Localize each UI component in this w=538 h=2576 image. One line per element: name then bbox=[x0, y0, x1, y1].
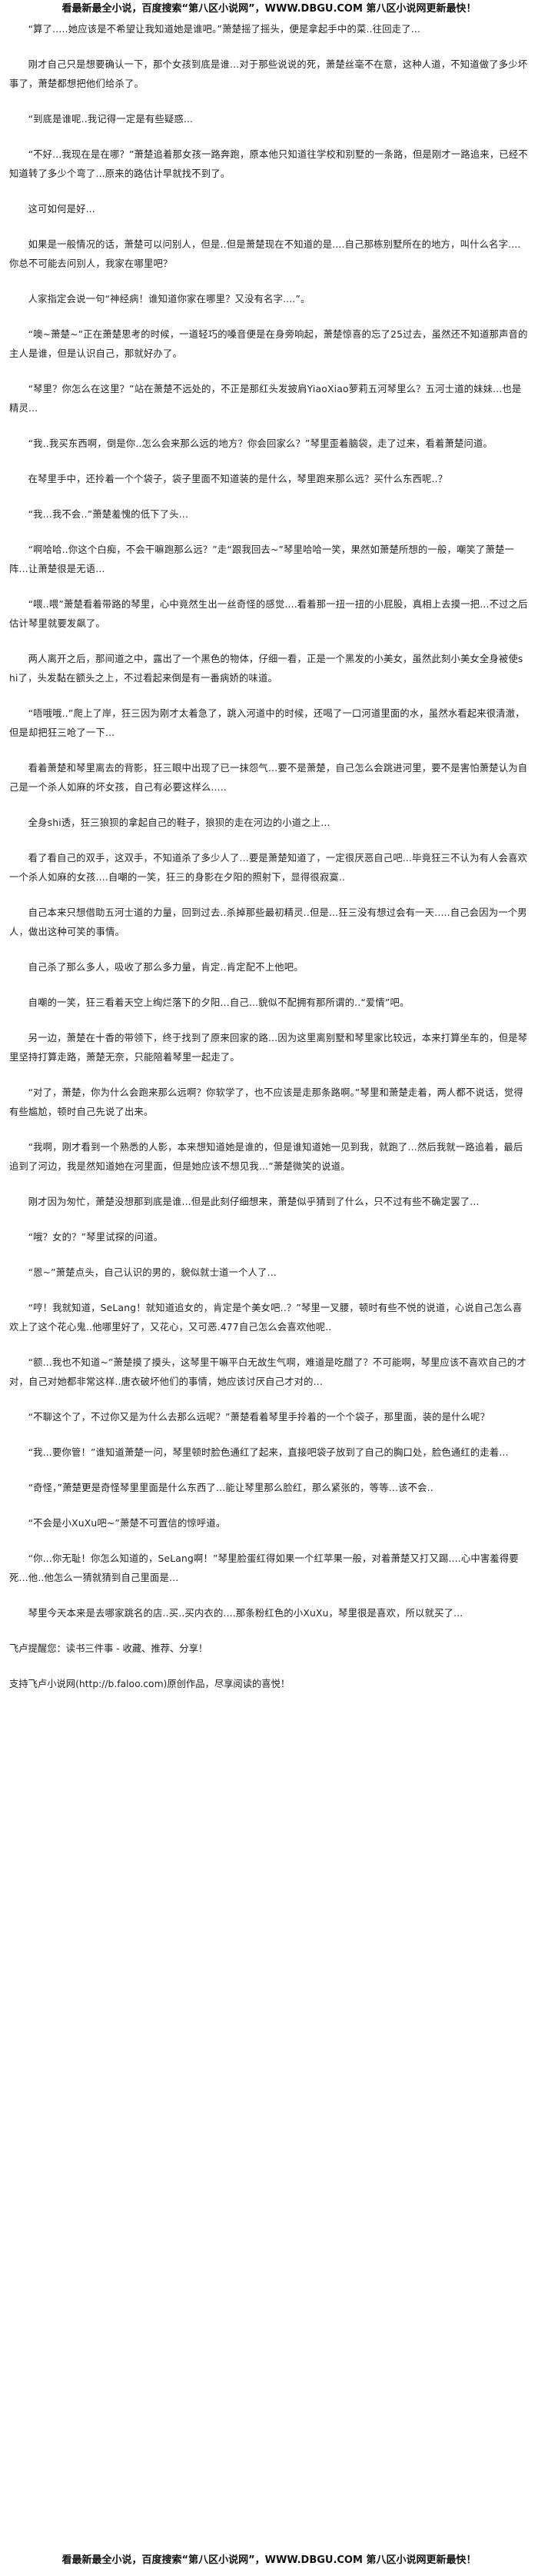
paragraph: “对了，萧楚，你为什么会跑来那么远啊？你软学了，也不应该是走那条路啊。”琴里和萧… bbox=[9, 1087, 523, 1117]
paragraph: “算了.....她应该是不希望让我知道她是谁吧。”萧楚摇了摇头，便是拿起手中的菜… bbox=[28, 24, 421, 35]
paragraph: “不好...我现在是在哪？”萧楚追着那女孩一路奔跑，原本他只知道往学校和别墅的一… bbox=[9, 149, 528, 179]
paragraph: 这可如何是好... bbox=[28, 204, 95, 215]
paragraph: 刚才自己只是想要确认一下，那个女孩到底是谁...对于那些说说的死，萧楚丝毫不在意… bbox=[9, 59, 528, 89]
paragraph: “哦？女的？”琴里试探的问道。 bbox=[28, 1232, 164, 1243]
paragraph: “喂..喂”萧楚看着带路的琴里，心中竟然生出一丝奇怪的感觉....看着那一扭一扭… bbox=[9, 599, 528, 629]
paragraph: “我...我不会..”萧楚羞愧的低下了头... bbox=[28, 509, 189, 520]
paragraph: “琴里？你怎么在这里？”站在萧楚不远处的，不正是那红头发披肩YiaoXiao萝莉… bbox=[9, 384, 522, 414]
paragraph: “奇怪，”萧楚更是奇怪琴里里面是什么东西了...能让琴里那么脸红，那么紧张的，等… bbox=[28, 1483, 433, 1493]
paragraph: 琴里今天本来是去哪家跳名的店..买..买内衣的....那条粉红色的小XuXu，琴… bbox=[28, 1608, 463, 1619]
reminder-line: 飞卢提醒您：读书三件事 - 收藏、推荐、分享！ bbox=[9, 1643, 208, 1654]
paragraph: “我...要你管！”谁知道萧楚一问，琴里顿时脸色通红了起来，直接吧袋子放到了自己… bbox=[28, 1447, 509, 1458]
paragraph: 看着萧楚和琴里离去的背影，狂三眼中出现了已一抹怨气...要不是萧楚，自己怎么会跳… bbox=[9, 763, 528, 793]
paragraph: “噢~萧楚~”正在萧楚思考的时候，一道轻巧的嗓音便是在身旁响起，萧楚惊喜的忘了2… bbox=[9, 329, 528, 359]
paragraph: “不会是小XuXu吧~”萧楚不可置信的惊呼道。 bbox=[28, 1518, 226, 1529]
paragraph: “我..我买东西啊，倒是你..怎么会来那么远的地方？你会回家么？”琴里歪着脑袋，… bbox=[28, 438, 493, 449]
paragraph: “额...我也不知道~”萧楚摸了摸头，这琴里干嘛平白无故生气啊，难道是吃醋了？不… bbox=[9, 1357, 526, 1387]
paragraph: 全身shi透，狂三狼狈的拿起自己的鞋子，狼狈的走在河边的小道之上... bbox=[28, 817, 330, 828]
paragraph: 看了看自己的双手，这双手，不知道杀了多少人了...要是萧楚知道了，一定很厌恶自己… bbox=[9, 853, 528, 883]
paragraph: 人家指定会说一句“神经病！谁知道你家在哪里？又没有名字....”。 bbox=[28, 294, 311, 305]
paragraph: “你...你无耻！你怎么知道的，SeLang啊！”琴里脸蛋红得如果一个红苹果一般… bbox=[9, 1553, 519, 1583]
paragraph: “哼！我就知道，SeLang！就知道追女的，肯定是个美女吧..？”琴里一叉腰，顿… bbox=[9, 1303, 523, 1333]
bottom-banner: 看最新最全小说，百度搜索“第八区小说网”，WWW.DBGU.COM 第八区小说网… bbox=[61, 2554, 477, 2566]
paragraph: “我啊，刚才看到一个熟悉的人影，本来想知道她是谁的，但是谁知道她一见到我，就跑了… bbox=[9, 1142, 523, 1172]
chapter-content: “算了.....她应该是不希望让我知道她是谁吧。”萧楚摇了摇头，便是拿起手中的菜… bbox=[9, 18, 529, 2551]
paragraph: 自嘲的一笑，狂三看着天空上绚烂落下的夕阳...自己...貌似不配拥有那所谓的..… bbox=[28, 997, 410, 1008]
paragraph: “啊哈哈..你这个白痴，不会干嘛跑那么远？”走“跟我回去~”琴里哈哈一笑，果然如… bbox=[9, 544, 514, 574]
paragraph: 自己杀了那么多人，吸收了那么多力量，肯定..肯定配不上他吧。 bbox=[28, 962, 304, 973]
paragraph: 在琴里手中，还拎着一个个袋子，袋子里面不知道装的是什么，琴里跑来那么远？买什么东… bbox=[28, 474, 448, 484]
paragraph: “到底是谁呢..我记得一定是有些疑惑... bbox=[28, 114, 194, 125]
support-line: 支持飞卢小说网(http://b.faloo.com)原创作品，尽享阅读的喜悦！ bbox=[9, 1679, 291, 1689]
paragraph: 两人离开之后，那间道之中，露出了一个黑色的物体，仔细一看，正是一个黑发的小美女，… bbox=[9, 654, 523, 684]
paragraph: 自己本来只想借助五河士道的力量，回到过去..杀掉那些最初精灵..但是...狂三没… bbox=[9, 907, 527, 937]
paragraph: 如果是一般情况的话，萧楚可以问别人，但是..但是萧楚现在不知道的是....自己那… bbox=[9, 239, 521, 269]
paragraph: “唔哦哦..”爬上了岸，狂三因为刚才太着急了，跳入河道中的时候，还喝了一口河道里… bbox=[9, 708, 525, 738]
paragraph: 另一边，萧楚在十香的带领下，终于找到了原来回家的路...因为这里离别墅和琴里家比… bbox=[9, 1033, 528, 1063]
paragraph: “不聊这个了，不过你又是为什么去那么远呢？”萧楚看着琴里手拎着的一个个袋子，那里… bbox=[28, 1412, 490, 1423]
top-banner: 看最新最全小说，百度搜索“第八区小说网”，WWW.DBGU.COM 第八区小说网… bbox=[61, 3, 477, 15]
paragraph: “恩~”萧楚点头，自己认识的男的，貌似就士道一个人了... bbox=[28, 1267, 277, 1278]
paragraph: 刚才因为匆忙，萧楚没想那到底是谁...但是此刻仔细想来，萧楚似乎猜到了什么，只不… bbox=[28, 1196, 480, 1207]
